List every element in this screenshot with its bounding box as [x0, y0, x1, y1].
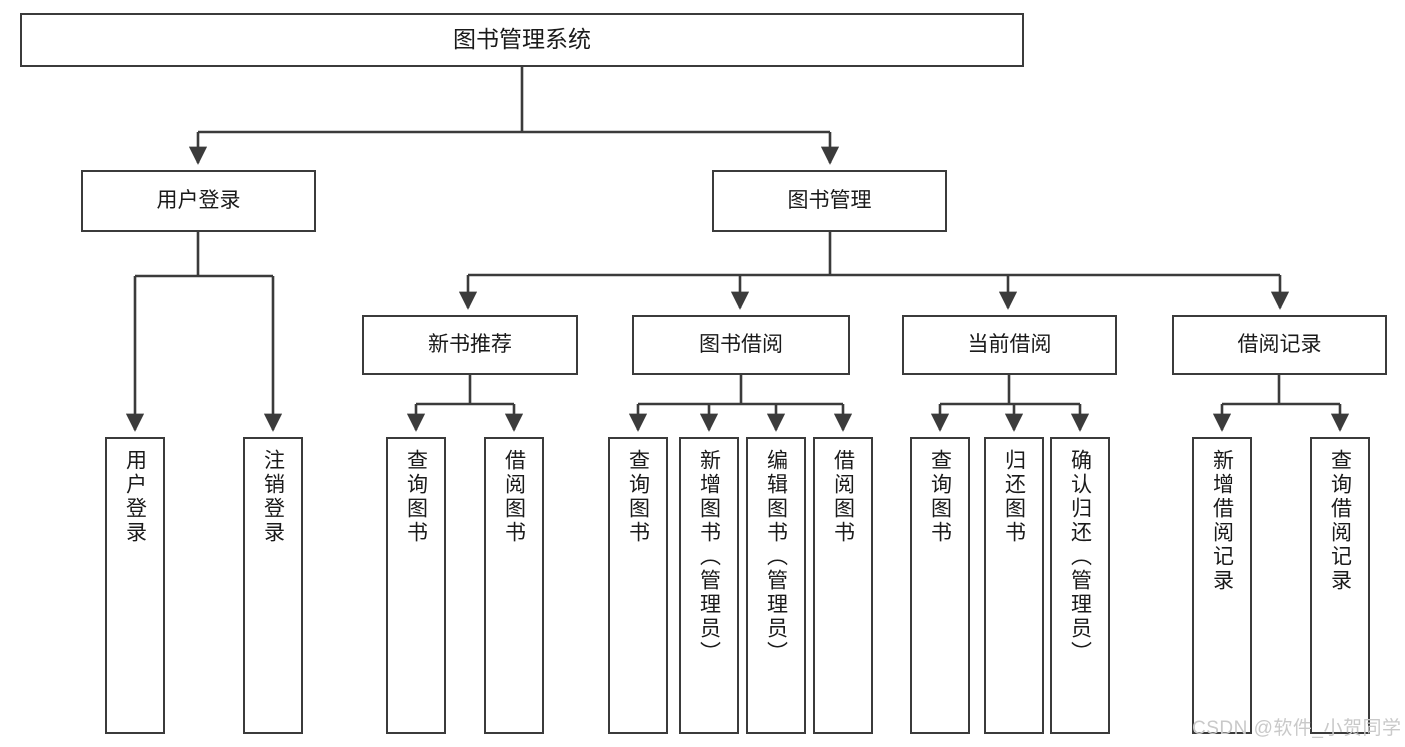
node-book-manage[interactable]: 图书管理: [712, 170, 947, 232]
leaf-current-query-book[interactable]: 查询图书: [910, 437, 970, 734]
leaf-borrow-add-book[interactable]: 新增图书（管理员）: [679, 437, 739, 734]
leaf-borrow-query-book-label: 查询图书: [626, 449, 650, 545]
leaf-user-logout[interactable]: 注销登录: [243, 437, 303, 734]
node-user-login[interactable]: 用户登录: [81, 170, 316, 232]
leaf-user-login[interactable]: 用户登录: [105, 437, 165, 734]
node-borrow-record[interactable]: 借阅记录: [1172, 315, 1387, 375]
leaf-rec-borrow-book[interactable]: 借阅图书: [484, 437, 544, 734]
leaf-borrow-edit-book[interactable]: 编辑图书（管理员）: [746, 437, 806, 734]
node-user-login-label: 用户登录: [156, 188, 241, 212]
node-current-borrow[interactable]: 当前借阅: [902, 315, 1117, 375]
leaf-borrow-borrow-book-label: 借阅图书: [831, 449, 855, 545]
leaf-record-add[interactable]: 新增借阅记录: [1192, 437, 1252, 734]
node-book-borrow[interactable]: 图书借阅: [632, 315, 850, 375]
node-root-label: 图书管理系统: [453, 26, 591, 53]
node-book-borrow-label: 图书借阅: [699, 332, 783, 356]
leaf-current-return-book[interactable]: 归还图书: [984, 437, 1044, 734]
leaf-rec-query-book-label: 查询图书: [404, 449, 428, 545]
leaf-current-return-book-label: 归还图书: [1002, 449, 1026, 545]
leaf-borrow-borrow-book[interactable]: 借阅图书: [813, 437, 873, 734]
leaf-borrow-edit-book-label: 编辑图书（管理员）: [764, 449, 788, 665]
leaf-current-confirm-return-label: 确认归还（管理员）: [1068, 449, 1092, 665]
leaf-current-confirm-return[interactable]: 确认归还（管理员）: [1050, 437, 1110, 734]
leaf-borrow-add-book-label: 新增图书（管理员）: [697, 449, 721, 665]
node-book-manage-label: 图书管理: [787, 188, 872, 212]
leaf-current-query-book-label: 查询图书: [928, 449, 952, 545]
leaf-rec-query-book[interactable]: 查询图书: [386, 437, 446, 734]
leaf-record-query[interactable]: 查询借阅记录: [1310, 437, 1370, 734]
leaf-user-login-label: 用户登录: [123, 449, 147, 545]
leaf-record-query-label: 查询借阅记录: [1328, 449, 1352, 593]
leaf-record-add-label: 新增借阅记录: [1210, 449, 1234, 593]
node-new-book-recommend[interactable]: 新书推荐: [362, 315, 578, 375]
node-borrow-record-label: 借阅记录: [1237, 332, 1322, 356]
leaf-borrow-query-book[interactable]: 查询图书: [608, 437, 668, 734]
leaf-rec-borrow-book-label: 借阅图书: [502, 449, 526, 545]
node-current-borrow-label: 当前借阅: [967, 332, 1052, 356]
csdn-watermark: CSDN @软件_小贺同学: [1192, 718, 1402, 739]
node-root[interactable]: 图书管理系统: [20, 13, 1024, 67]
node-new-book-recommend-label: 新书推荐: [428, 332, 512, 356]
leaf-user-logout-label: 注销登录: [261, 449, 285, 545]
